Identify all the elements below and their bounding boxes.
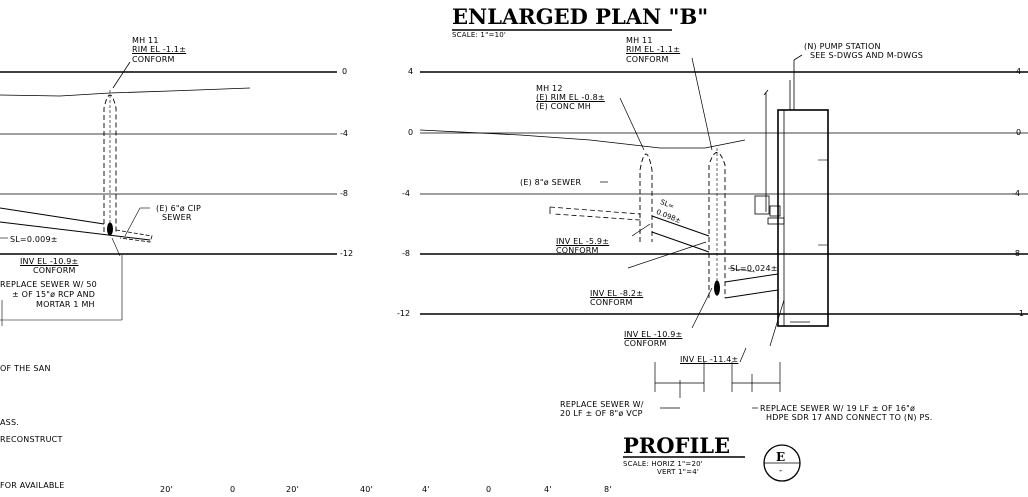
note-line-1: OF THE SAN — [0, 364, 51, 373]
scalebar-horiz-20b: 20' — [286, 485, 299, 494]
left-inv-conform: CONFORM — [33, 266, 76, 275]
right-inv2-conform: CONFORM — [590, 298, 633, 307]
note-line-3: RECONSTRUCT — [0, 435, 63, 444]
left-replace-line3: MORTAR 1 MH — [36, 300, 95, 309]
right-elev-right-0: 0 — [1016, 128, 1022, 137]
left-mh11-conform: CONFORM — [132, 55, 175, 64]
right-mh11-conform: CONFORM — [626, 55, 669, 64]
right-elev-right-m12: -1 — [1016, 309, 1024, 318]
scalebar-vert-0: 0 — [486, 485, 492, 494]
right-inv3-label: INV EL -10.9± — [624, 330, 683, 339]
detail-badge-letter: E — [776, 450, 786, 464]
left-mh11-label: MH 11 — [132, 36, 159, 45]
left-slope-label: SL=0.009± — [10, 235, 58, 244]
right-inv2-label: INV EL -8.2± — [590, 289, 644, 298]
left-elev-4: -4 — [340, 129, 348, 138]
left-inv-label: INV EL -10.9± — [20, 257, 79, 266]
left-cip-sewer-sub: SEWER — [162, 213, 192, 222]
left-elev-12: -12 — [340, 249, 354, 258]
existing-8in-sewer-label: (E) 8"ø SEWER — [520, 178, 582, 187]
detail-badge-sheet: - — [779, 466, 783, 476]
replace-right-line2: HDPE SDR 17 AND CONNECT TO (N) PS. — [766, 413, 933, 422]
mh12-conc: (E) CONC MH — [536, 102, 591, 111]
right-inv1-conform: CONFORM — [556, 246, 599, 255]
mh12-label: MH 12 — [536, 84, 563, 93]
right-elev-left-4: 4 — [408, 67, 414, 76]
profile-scale-horiz: SCALE: HORIZ 1"=20' — [623, 460, 703, 468]
replace-left-line1: REPLACE SEWER W/ — [560, 400, 644, 409]
left-mh11-rim: RIM EL -1.1± — [132, 45, 187, 54]
enlarged-plan-scale: SCALE: 1"=10' — [452, 31, 506, 39]
mh12-rim: (E) RIM EL -0.8± — [536, 93, 605, 102]
pump-station-note: SEE S-DWGS AND M-DWGS — [810, 51, 924, 60]
profile-title: PROFILE — [623, 433, 731, 458]
right-inv3-conform: CONFORM — [624, 339, 667, 348]
replace-left-line2: 20 LF ± OF 8"ø VCP — [560, 409, 643, 418]
scalebar-vert-4a: 4' — [422, 485, 430, 494]
replace-right-line1: REPLACE SEWER W/ 19 LF ± OF 16"ø — [760, 404, 916, 413]
left-replace-line1: REPLACE SEWER W/ 50 — [0, 280, 97, 289]
note-line-4: FOR AVAILABLE — [0, 481, 65, 490]
right-slope2-label: SL=0.024± — [730, 264, 778, 273]
right-elev-right-4: 4 — [1016, 67, 1022, 76]
right-elev-left-0: 0 — [408, 128, 414, 137]
scalebar-horiz-0: 0 — [230, 485, 236, 494]
scalebar-vert-4b: 4' — [544, 485, 552, 494]
left-cip-sewer-label: (E) 6"ø CIP — [156, 204, 202, 213]
left-elev-8: -8 — [340, 189, 348, 198]
right-mh11-rim: RIM EL -1.1± — [626, 45, 681, 54]
enlarged-plan-title: ENLARGED PLAN "B" — [452, 4, 709, 29]
right-elev-left-m4: -4 — [402, 189, 410, 198]
right-elev-left-m8: -8 — [402, 249, 410, 258]
right-inv4-label: INV EL -11.4± — [680, 355, 739, 364]
scalebar-vert-8: 8' — [604, 485, 612, 494]
profile-scale-vert: VERT 1"=4' — [657, 468, 699, 476]
right-elev-left-m12: -12 — [397, 309, 411, 318]
left-elev-0: 0 — [342, 67, 348, 76]
pump-station-label: (N) PUMP STATION — [804, 42, 881, 51]
right-elev-right-m8: -8 — [1012, 249, 1020, 258]
left-replace-line2: ± OF 15"ø RCP AND — [12, 290, 96, 299]
right-inv1-label: INV EL -5.9± — [556, 237, 610, 246]
note-line-2: ASS. — [0, 418, 19, 427]
scalebar-horiz-20a: 20' — [160, 485, 173, 494]
right-elev-right-m4: -4 — [1012, 189, 1020, 198]
right-mh11-label: MH 11 — [626, 36, 653, 45]
scalebar-horiz-40: 40' — [360, 485, 373, 494]
